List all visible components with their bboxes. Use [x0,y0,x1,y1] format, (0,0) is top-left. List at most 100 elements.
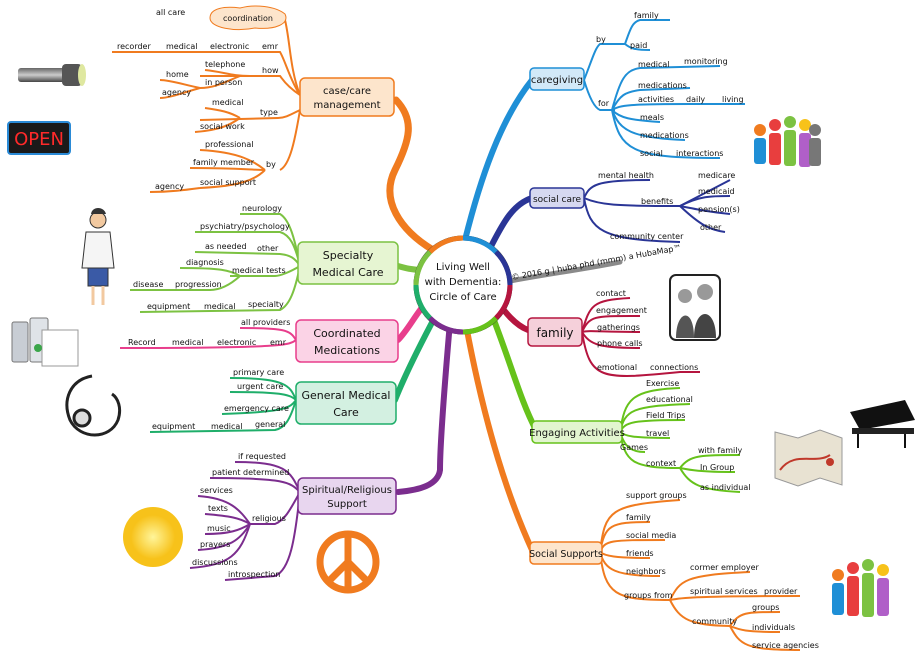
svg-text:engagement: engagement [596,306,647,315]
svg-text:family member: family member [193,158,255,167]
svg-text:medications: medications [638,81,687,90]
svg-text:diagnosis: diagnosis [186,258,224,267]
svg-text:primary care: primary care [233,368,284,377]
node-case-management[interactable]: case/care management [299,77,395,117]
svg-text:family: family [536,326,573,340]
svg-text:groups from: groups from [624,591,673,600]
svg-text:Support: Support [327,499,367,510]
node-coordinated-medications[interactable]: Coordinated Medications [295,319,399,363]
svg-text:Medications: Medications [314,344,380,357]
branch-engaging [487,307,539,433]
svg-text:as individual: as individual [700,483,750,492]
node-general-medical-care[interactable]: General Medical Care [295,381,397,425]
svg-text:groups: groups [752,603,779,612]
svg-text:management: management [314,100,381,111]
svg-text:Exercise: Exercise [646,379,679,388]
sun-icon [123,507,183,567]
svg-text:benefits: benefits [641,197,673,206]
social-care-leaves: mental health benefits medicare medicaid… [598,171,740,241]
svg-text:In Group: In Group [700,463,734,472]
svg-text:travel: travel [646,429,669,438]
node-social-care[interactable]: social care [529,187,585,209]
svg-text:if requested: if requested [238,452,286,461]
svg-text:contact: contact [596,289,626,298]
svg-text:social media: social media [626,531,676,540]
svg-text:daily: daily [686,95,705,104]
svg-text:case/care: case/care [323,86,371,97]
svg-text:friends: friends [626,549,654,558]
flashlight-icon [18,64,86,86]
case-leaves: coordination all care emr electronic med… [117,5,287,191]
svg-text:family: family [634,11,659,20]
svg-text:medical: medical [212,98,244,107]
svg-text:religious: religious [252,514,286,523]
center-line-1: Living Well [436,262,490,273]
svg-text:emr: emr [262,42,279,51]
svg-text:agency: agency [155,182,184,191]
svg-text:electronic: electronic [210,42,249,51]
svg-text:social: social [640,149,663,158]
svg-text:music: music [207,524,231,533]
svg-text:patient determined: patient determined [212,468,289,477]
node-spiritual-support[interactable]: Spiritual/Religious Support [297,477,397,515]
node-engaging-activities[interactable]: Engaging Activities [529,420,625,444]
engaging-leaves: Exercise educational Field Trips travel … [620,379,750,492]
svg-text:interactions: interactions [676,149,723,158]
svg-text:psychiatry/psychology: psychiatry/psychology [200,222,290,231]
svg-text:meals: meals [640,113,664,122]
specialty-leaves: neurology psychiatry/psychology other as… [133,204,290,311]
coordinated-leaves: all providers emr electronic medical Rec… [128,318,290,347]
svg-text:all providers: all providers [241,318,290,327]
svg-text:paid: paid [630,41,647,50]
branch-credit [502,259,623,285]
node-family[interactable]: family [527,317,583,347]
branch-general [392,312,439,403]
svg-text:how: how [262,66,279,75]
svg-text:type: type [260,108,278,117]
svg-text:neighbors: neighbors [626,567,666,576]
svg-text:progression: progression [175,280,222,289]
supports-leaves: support groups family social media frien… [624,491,819,650]
svg-text:medical: medical [211,422,243,431]
svg-text:by: by [596,35,606,44]
svg-text:cormer employer: cormer employer [690,563,760,572]
svg-text:educational: educational [646,395,693,404]
svg-text:other: other [700,223,722,232]
svg-text:phone calls: phone calls [597,339,643,348]
svg-text:medical tests: medical tests [232,266,286,275]
svg-text:recorder: recorder [117,42,151,51]
svg-text:electronic: electronic [217,338,256,347]
general-leaves: primary care urgent care emergency care … [152,368,289,431]
credit-text: © 2016 g | huba phd (mmm) a HubaMap™ [511,243,682,282]
svg-text:social care: social care [533,195,581,205]
node-caregiving[interactable]: caregiving [529,67,585,91]
svg-text:Games: Games [620,443,648,452]
svg-text:medicaid: medicaid [698,187,735,196]
svg-text:spiritual services: spiritual services [690,587,758,596]
branch-caregiving [462,77,535,243]
svg-text:connections: connections [650,363,698,372]
piano-icon [850,400,915,448]
svg-text:provider: provider [764,587,798,596]
svg-text:Specialty: Specialty [323,249,374,262]
svg-text:medical: medical [166,42,198,51]
svg-text:Care: Care [333,406,359,419]
svg-text:with family: with family [698,446,742,455]
svg-text:mental health: mental health [598,171,654,180]
svg-text:for: for [598,99,610,108]
node-social-supports[interactable]: Social Supports [529,541,603,565]
svg-text:professional: professional [205,140,253,149]
svg-text:home: home [166,70,189,79]
svg-text:activities: activities [638,95,674,104]
svg-text:urgent care: urgent care [237,382,283,391]
svg-text:Engaging Activities: Engaging Activities [529,428,625,439]
doctor-icon [81,208,115,305]
svg-text:coordination: coordination [223,14,273,23]
svg-text:community center: community center [610,232,684,241]
svg-text:prayers: prayers [200,540,230,549]
node-specialty-medical-care[interactable]: Specialty Medical Care [297,241,399,285]
svg-text:in person: in person [205,78,242,87]
map-icon [774,429,843,487]
svg-text:individuals: individuals [752,623,795,632]
